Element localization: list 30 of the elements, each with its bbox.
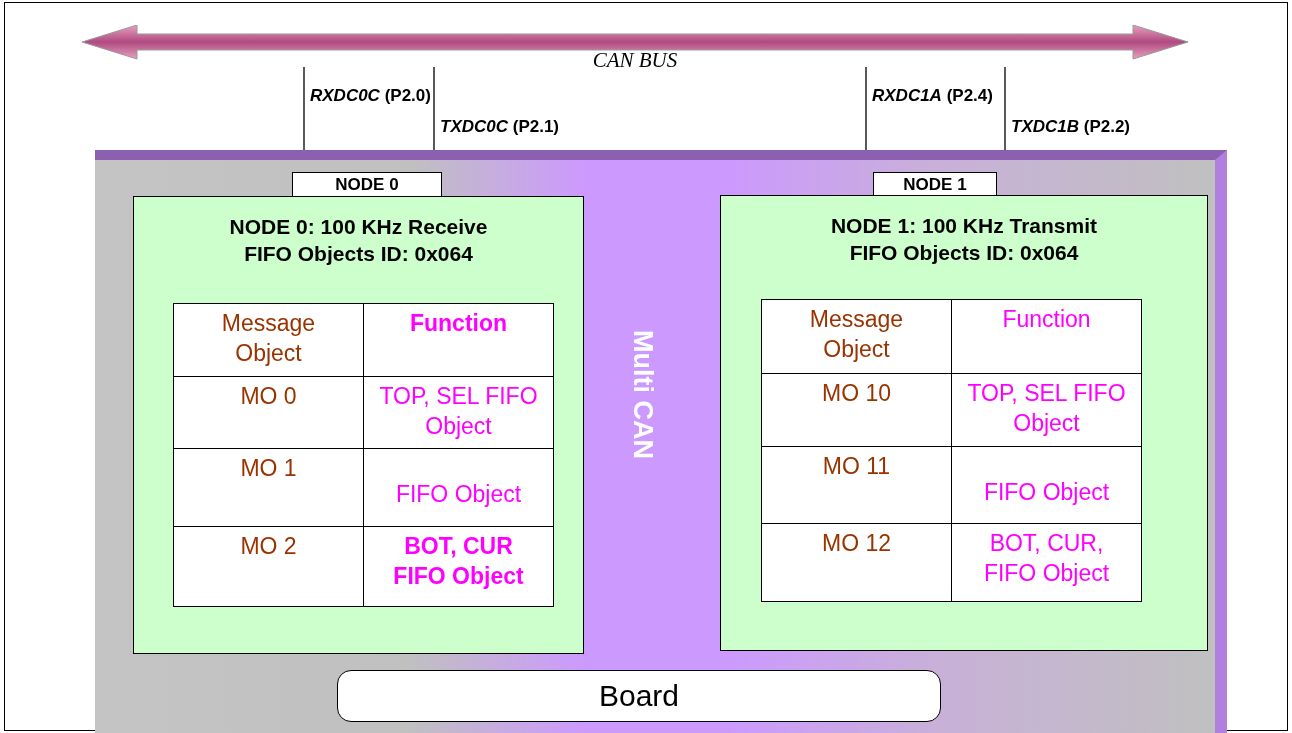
table-cell: Function xyxy=(951,299,1142,374)
node-panel xyxy=(133,196,584,654)
table-cell: Function xyxy=(363,303,554,377)
table-cell: MO 2 xyxy=(173,526,364,607)
table-cell: TOP, SEL FIFO Object xyxy=(363,376,554,449)
pin-label: RXDC0C (P2.0) xyxy=(310,86,431,106)
module-label: Multi CAN xyxy=(627,330,658,459)
pin-label: TXDC1B (P2.2) xyxy=(1011,117,1131,137)
board-label-box: Board xyxy=(337,670,941,722)
node-panel xyxy=(720,195,1208,651)
table-cell: Message Object xyxy=(173,303,364,377)
table-cell: TOP, SEL FIFO Object xyxy=(951,373,1142,447)
table-cell: BOT, CUR FIFO Object xyxy=(363,526,554,607)
pin-label: RXDC1A (P2.4) xyxy=(872,86,993,106)
panel-heading: NODE 0: 100 KHz Receive FIFO Objects ID: 0x064 xyxy=(228,214,489,267)
table-cell: MO 0 xyxy=(173,376,364,449)
table-cell: Message Object xyxy=(761,299,952,374)
board-panel xyxy=(95,150,1227,733)
table-cell: MO 1 xyxy=(173,448,364,527)
node-tab: NODE 0 xyxy=(292,172,442,197)
table-cell: MO 11 xyxy=(761,446,952,524)
node-tab: NODE 1 xyxy=(873,172,997,197)
panel-heading: NODE 1: 100 KHz Transmit FIFO Objects ID: 0x064 xyxy=(829,213,1099,266)
pin-label: TXDC0C (P2.1) xyxy=(440,117,560,137)
table-cell: MO 10 xyxy=(761,373,952,447)
table-cell: FIFO Object xyxy=(951,446,1142,524)
bus-label: CAN BUS xyxy=(592,48,678,73)
table-cell: BOT, CUR, FIFO Object xyxy=(951,523,1142,602)
table-cell: FIFO Object xyxy=(363,448,554,527)
table-cell: MO 12 xyxy=(761,523,952,602)
